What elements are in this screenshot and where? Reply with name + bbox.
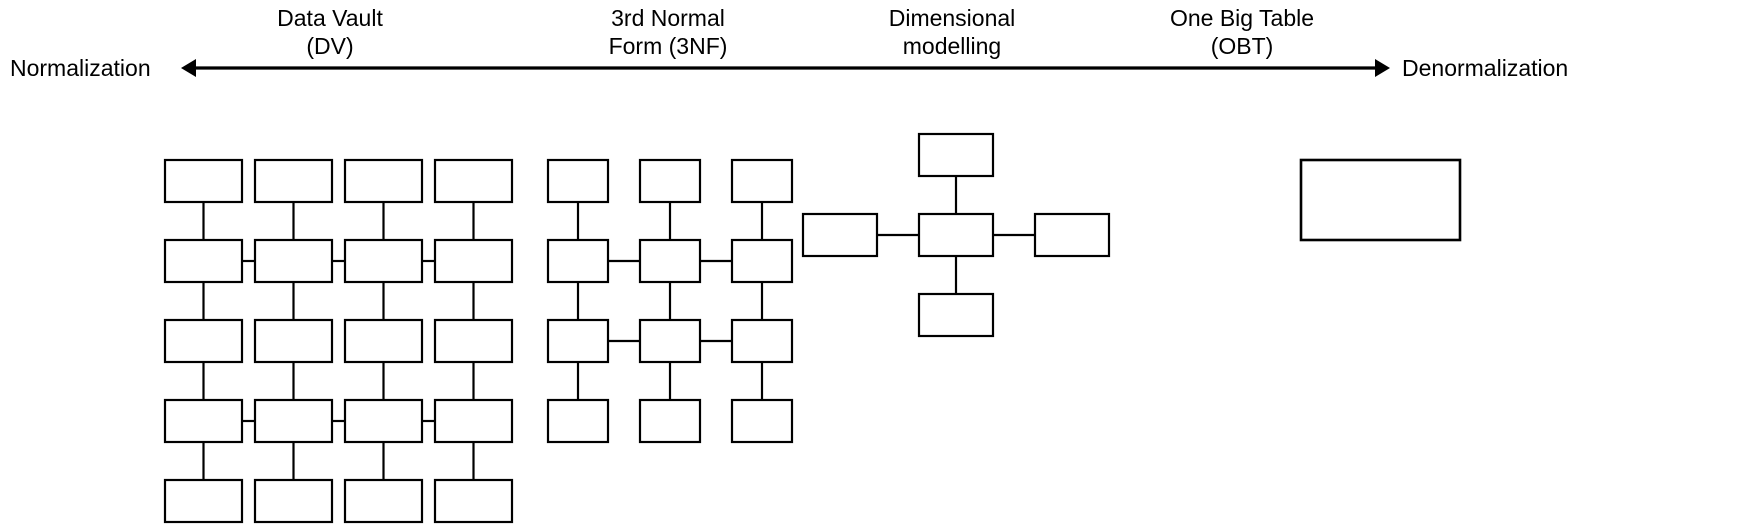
entity-box (163, 158, 244, 204)
entity-box (163, 238, 244, 284)
dimension-box-top (917, 132, 995, 178)
entity-box (343, 158, 424, 204)
one-big-table-box (1299, 158, 1462, 242)
entity-box (546, 238, 610, 284)
entity-box (730, 238, 794, 284)
arrow-head-left-icon (181, 59, 196, 77)
column-label-one-big-table: One Big Table (OBT) (1170, 4, 1314, 60)
model-third-normal-form-grid (546, 158, 794, 444)
dimension-box-left (801, 212, 879, 258)
dimension-box-bottom (917, 292, 995, 338)
column-label-one-big-table-line2: (OBT) (1210, 33, 1274, 59)
model-one-big-table-box (1299, 158, 1462, 242)
entity-box (433, 238, 514, 284)
entity-box (546, 318, 610, 364)
entity-box (253, 478, 334, 524)
entity-box (730, 318, 794, 364)
entity-box (253, 238, 334, 284)
entity-box (343, 318, 424, 364)
entity-box (163, 318, 244, 364)
entity-box (546, 158, 610, 204)
entity-box (433, 318, 514, 364)
arrow-head-right-icon (1375, 59, 1390, 77)
model-dimensional-star-schema (801, 132, 1111, 338)
entity-box (730, 158, 794, 204)
entity-box (343, 398, 424, 444)
entity-box (433, 158, 514, 204)
entity-box (638, 398, 702, 444)
column-label-dimensional-modelling: Dimensional modelling (889, 4, 1016, 60)
entity-box (433, 478, 514, 524)
column-label-dimensional-modelling-line2: modelling (902, 33, 1002, 59)
entity-box (638, 318, 702, 364)
model-data-vault-grid (163, 158, 514, 524)
entity-box (638, 238, 702, 284)
entity-box (638, 158, 702, 204)
column-label-dimensional-modelling-line1: Dimensional (888, 5, 1016, 31)
entity-box (253, 318, 334, 364)
column-label-data-vault: Data Vault (DV) (277, 4, 383, 60)
column-label-one-big-table-line1: One Big Table (1169, 5, 1315, 31)
column-label-third-normal-form-line2: Form (3NF) (608, 33, 728, 59)
column-label-third-normal-form-line1: 3rd Normal (611, 5, 725, 31)
axis-label-normalization: Normalization (10, 55, 151, 81)
column-label-data-vault-line1: Data Vault (277, 5, 383, 31)
axis-label-denormalization: Denormalization (1402, 55, 1569, 81)
entity-box (253, 398, 334, 444)
entity-box (730, 398, 794, 444)
entity-box (546, 398, 610, 444)
entity-box (433, 398, 514, 444)
dimension-box-right (1033, 212, 1111, 258)
column-label-data-vault-line2: (DV) (306, 33, 354, 59)
entity-box (163, 398, 244, 444)
column-label-third-normal-form: 3rd Normal Form (3NF) (609, 4, 728, 60)
entity-box (343, 478, 424, 524)
entity-box (163, 478, 244, 524)
entity-box (253, 158, 334, 204)
fact-table-box (917, 212, 995, 258)
normalization-axis (181, 59, 1390, 77)
entity-box (343, 238, 424, 284)
